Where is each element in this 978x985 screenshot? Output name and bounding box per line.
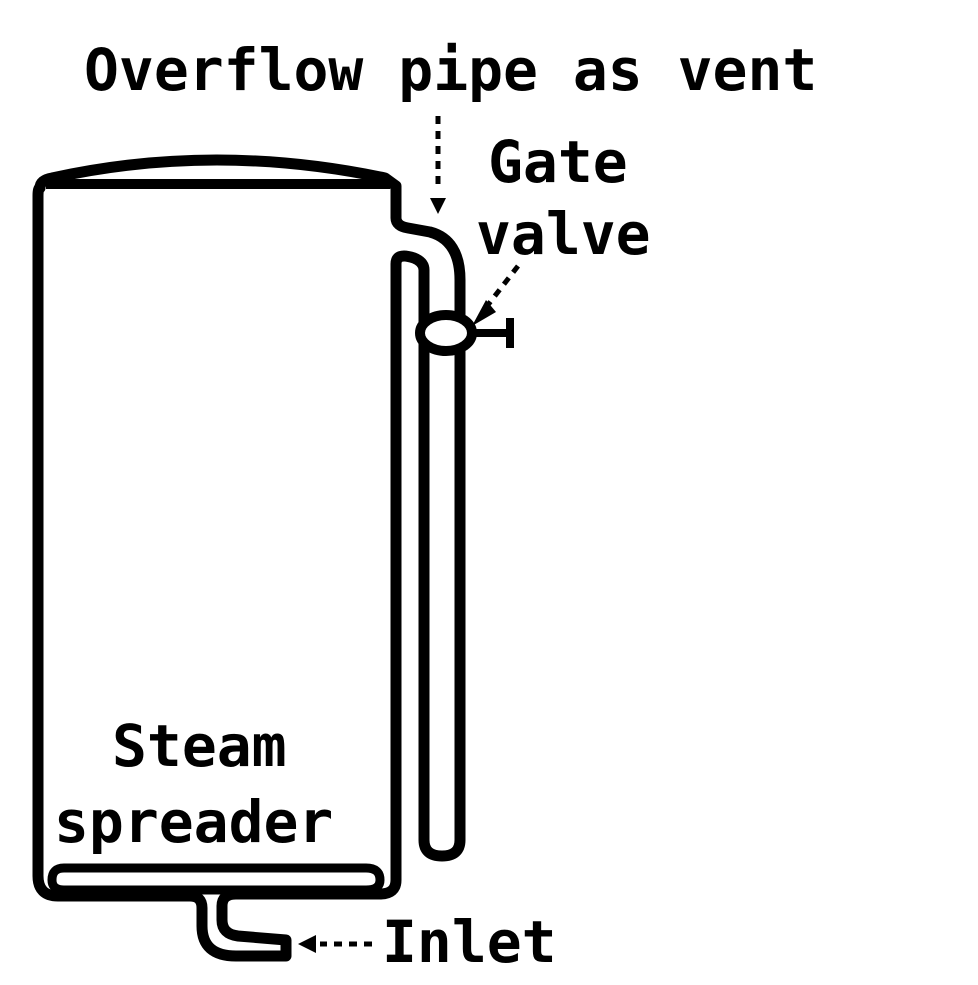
steam-spreader-bar bbox=[47, 863, 385, 895]
overflow-leader-arrowhead-icon bbox=[430, 198, 446, 214]
steam-spreader-label-line1: Steam bbox=[112, 712, 287, 780]
gate-valve-stem-icon bbox=[472, 318, 514, 348]
inlet-label: Inlet bbox=[382, 908, 557, 976]
tank-outline bbox=[32, 154, 466, 962]
gate-valve-label-line1: Gate bbox=[488, 128, 628, 196]
gate-valve-leader-arrowhead-icon bbox=[472, 300, 496, 326]
gate-valve-leader-line bbox=[482, 264, 520, 312]
overflow-pipe-label: Overflow pipe as vent bbox=[84, 36, 817, 104]
gate-valve-label-line2: valve bbox=[476, 200, 651, 268]
steam-spreader-label-line2: spreader bbox=[54, 788, 333, 856]
inlet-leader-arrowhead-icon bbox=[298, 935, 316, 953]
gate-valve-body bbox=[415, 310, 477, 356]
